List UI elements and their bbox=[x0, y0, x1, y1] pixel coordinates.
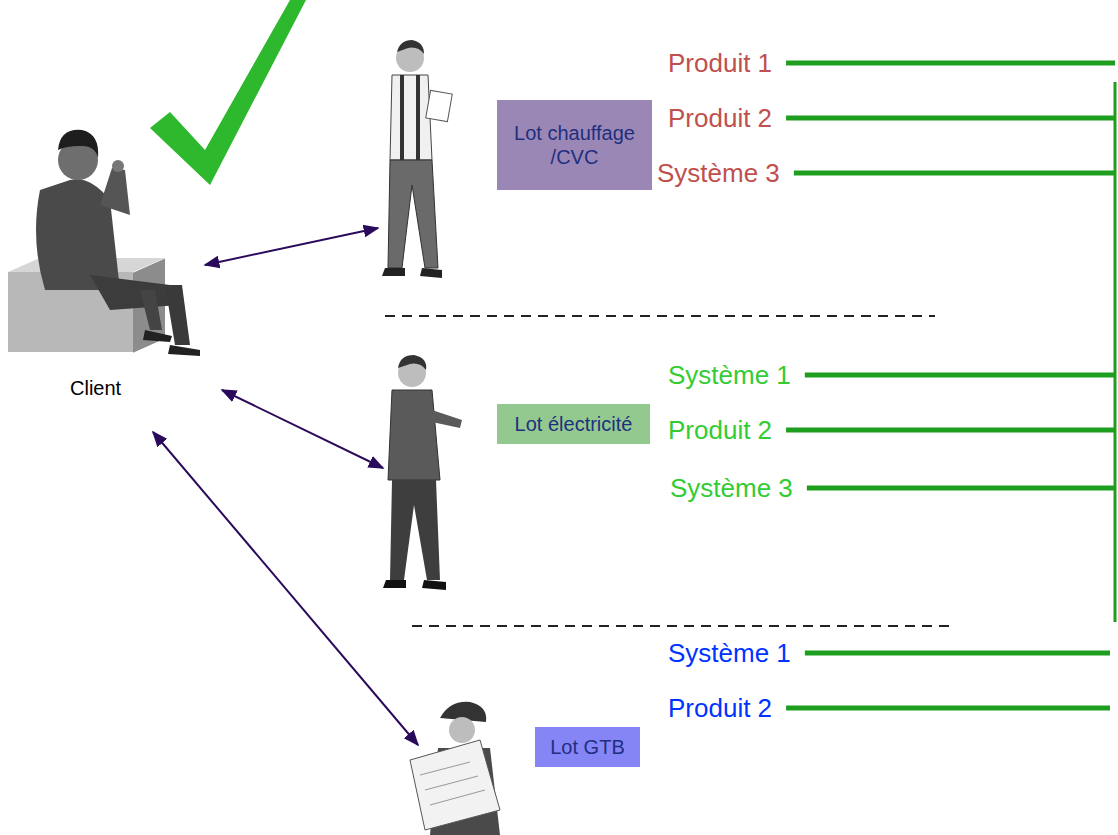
item-label: Système 1 bbox=[668, 362, 791, 388]
item-label: Produit 2 bbox=[668, 417, 772, 443]
link-bar bbox=[786, 61, 1115, 66]
lot-title: Lot chauffage /CVC bbox=[505, 121, 644, 169]
double-arrow bbox=[222, 390, 383, 468]
double-arrow bbox=[205, 228, 378, 265]
collector-line bbox=[1114, 82, 1117, 622]
lot-box: Lot GTB bbox=[535, 727, 640, 767]
person-figure bbox=[410, 702, 500, 835]
link-bar bbox=[794, 171, 1115, 176]
lot-box: Lot électricité bbox=[497, 404, 650, 444]
person-figure bbox=[382, 40, 452, 278]
item-label: Produit 1 bbox=[668, 50, 772, 76]
link-bar bbox=[807, 486, 1115, 491]
item-label: Système 3 bbox=[670, 475, 793, 501]
person-figure bbox=[383, 355, 462, 590]
separator bbox=[385, 315, 935, 317]
link-bar bbox=[805, 651, 1110, 656]
link-bar bbox=[786, 428, 1115, 433]
link-bar bbox=[786, 116, 1115, 121]
item-label: Système 3 bbox=[657, 160, 780, 186]
item-label: Produit 2 bbox=[668, 695, 772, 721]
double-arrow bbox=[153, 432, 418, 745]
item-label: Produit 2 bbox=[668, 105, 772, 131]
client-figure bbox=[8, 130, 200, 356]
link-bar bbox=[805, 373, 1115, 378]
checkmark bbox=[150, 0, 306, 185]
lot-title: Lot GTB bbox=[550, 735, 624, 759]
lot-box: Lot chauffage /CVC bbox=[497, 100, 652, 190]
lot-title: Lot électricité bbox=[515, 412, 633, 436]
link-bar bbox=[786, 706, 1110, 711]
separator bbox=[412, 625, 950, 627]
actor-name: Client bbox=[70, 378, 121, 398]
item-label: Système 1 bbox=[668, 640, 791, 666]
